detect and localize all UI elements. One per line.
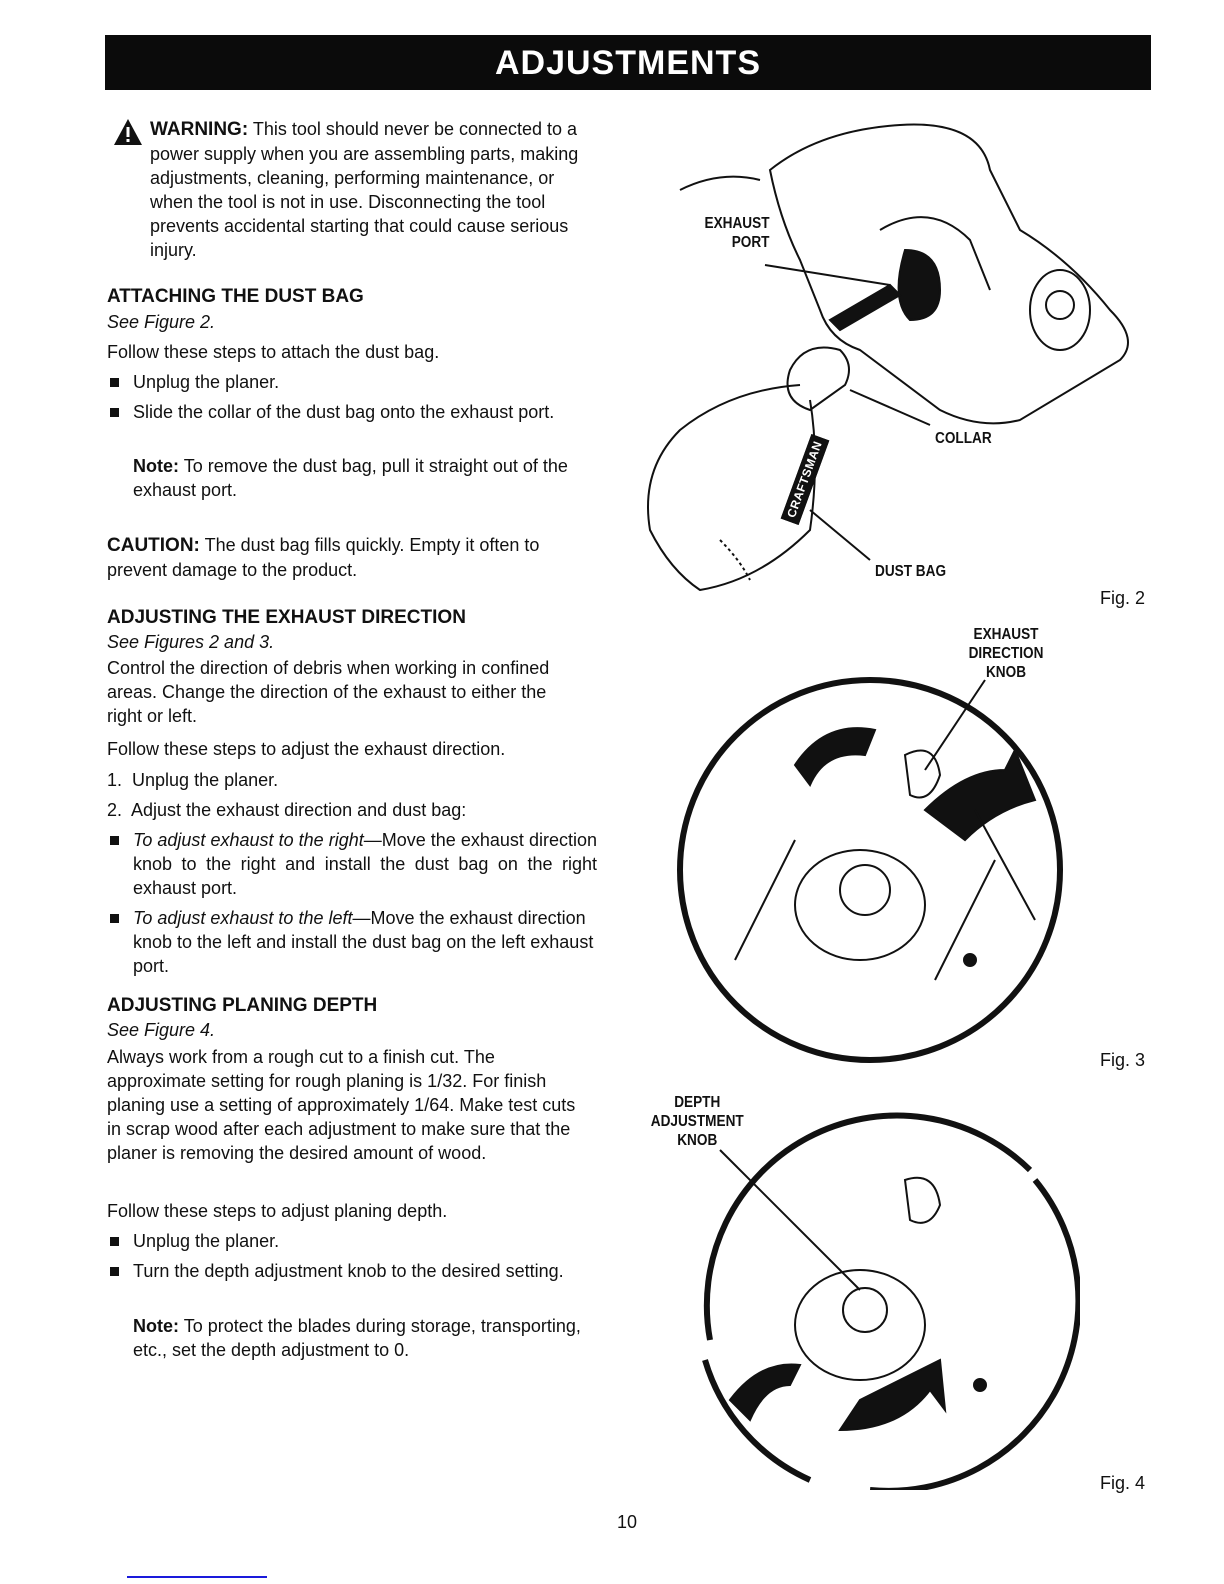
figure-caption: Fig. 4: [1100, 1473, 1146, 1493]
see-figure: See Figure 2.: [107, 312, 216, 332]
item-label: To adjust exhaust to the left: [133, 908, 353, 928]
warning-text: This tool should never be connected to a…: [150, 119, 579, 260]
heading-depth: ADJUSTING PLANING DEPTH: [107, 995, 378, 1016]
section-header: ADJUSTMENTS: [105, 35, 1151, 90]
note-label: Note:: [133, 1316, 179, 1336]
step-number: 1.: [107, 770, 123, 790]
label-collar: COLLAR: [935, 430, 992, 447]
divider-line: [127, 1576, 267, 1578]
note: Note: To remove the dust bag, pull it st…: [133, 454, 597, 502]
depth-knob-closeup-illustration: [702, 1112, 1080, 1490]
note-label: Note:: [133, 456, 179, 476]
planer-dust-bag-illustration: [647, 123, 1129, 592]
paragraph: Follow these steps to adjust planing dep…: [107, 1201, 448, 1221]
caution-text: The dust bag fills quickly. Empty it oft…: [107, 535, 540, 580]
heading-exhaust: ADJUSTING THE EXHAUST DIRECTION: [107, 607, 466, 628]
paragraph: Always work from a rough cut to a finish…: [107, 1047, 576, 1163]
list-item: Unplug the planer.: [107, 1229, 597, 1253]
note: Note: To protect the blades during stora…: [133, 1314, 597, 1362]
warning-label: WARNING:: [150, 119, 249, 140]
list-item: To adjust exhaust to the right—Move the …: [107, 828, 597, 900]
see-figure: See Figures 2 and 3.: [107, 632, 275, 652]
label-exhaust-direction-knob: EXHAUST DIRECTION KNOB: [968, 626, 1044, 681]
figure-caption: Fig. 2: [1100, 588, 1146, 608]
label-dust-bag: DUST BAG: [875, 563, 947, 580]
step-1: 1. Unplug the planer.: [107, 768, 278, 792]
figure-caption: Fig. 3: [1100, 1050, 1146, 1070]
list-item: Unplug the planer.: [107, 370, 597, 394]
page-number: 10: [617, 1512, 638, 1532]
item-text: —Move the exhaust direction knob to the …: [133, 908, 594, 976]
paragraph: Control the direction of debris when wor…: [107, 658, 550, 726]
list-item: To adjust exhaust to the left—Move the e…: [107, 906, 597, 978]
caution-label: CAUTION:: [107, 535, 200, 556]
step-text: Adjust the exhaust direction and dust ba…: [131, 800, 467, 820]
see-figure: See Figure 4.: [107, 1020, 216, 1040]
exhaust-knob-closeup-illustration: [677, 677, 1063, 1063]
note-text: To protect the blades during storage, tr…: [133, 1316, 581, 1360]
step-number: 2.: [107, 800, 123, 820]
label-depth-adjustment-knob: DEPTH ADJUSTMENT KNOB: [650, 1094, 744, 1149]
step-text: Unplug the planer.: [132, 770, 279, 790]
list-item: Turn the depth adjustment knob to the de…: [107, 1259, 597, 1283]
step-2: 2. Adjust the exhaust direction and dust…: [107, 798, 466, 822]
caution: CAUTION: The dust bag fills quickly. Emp…: [107, 533, 597, 582]
paragraph: Follow these steps to attach the dust ba…: [107, 342, 440, 362]
note-text: To remove the dust bag, pull it straight…: [133, 456, 568, 500]
heading-dust-bag: ATTACHING THE DUST BAG: [107, 286, 364, 307]
label-exhaust-port: EXHAUST PORT: [704, 215, 770, 251]
warning-icon: [114, 119, 142, 145]
list-item: Slide the collar of the dust bag onto th…: [107, 400, 597, 424]
paragraph: Follow these steps to adjust the exhaust…: [107, 739, 506, 759]
warning-block: WARNING: This tool should never be conne…: [150, 117, 595, 262]
item-label: To adjust exhaust to the right: [133, 830, 364, 850]
item-text: —Move the exhaust direction knob to the …: [133, 830, 598, 898]
